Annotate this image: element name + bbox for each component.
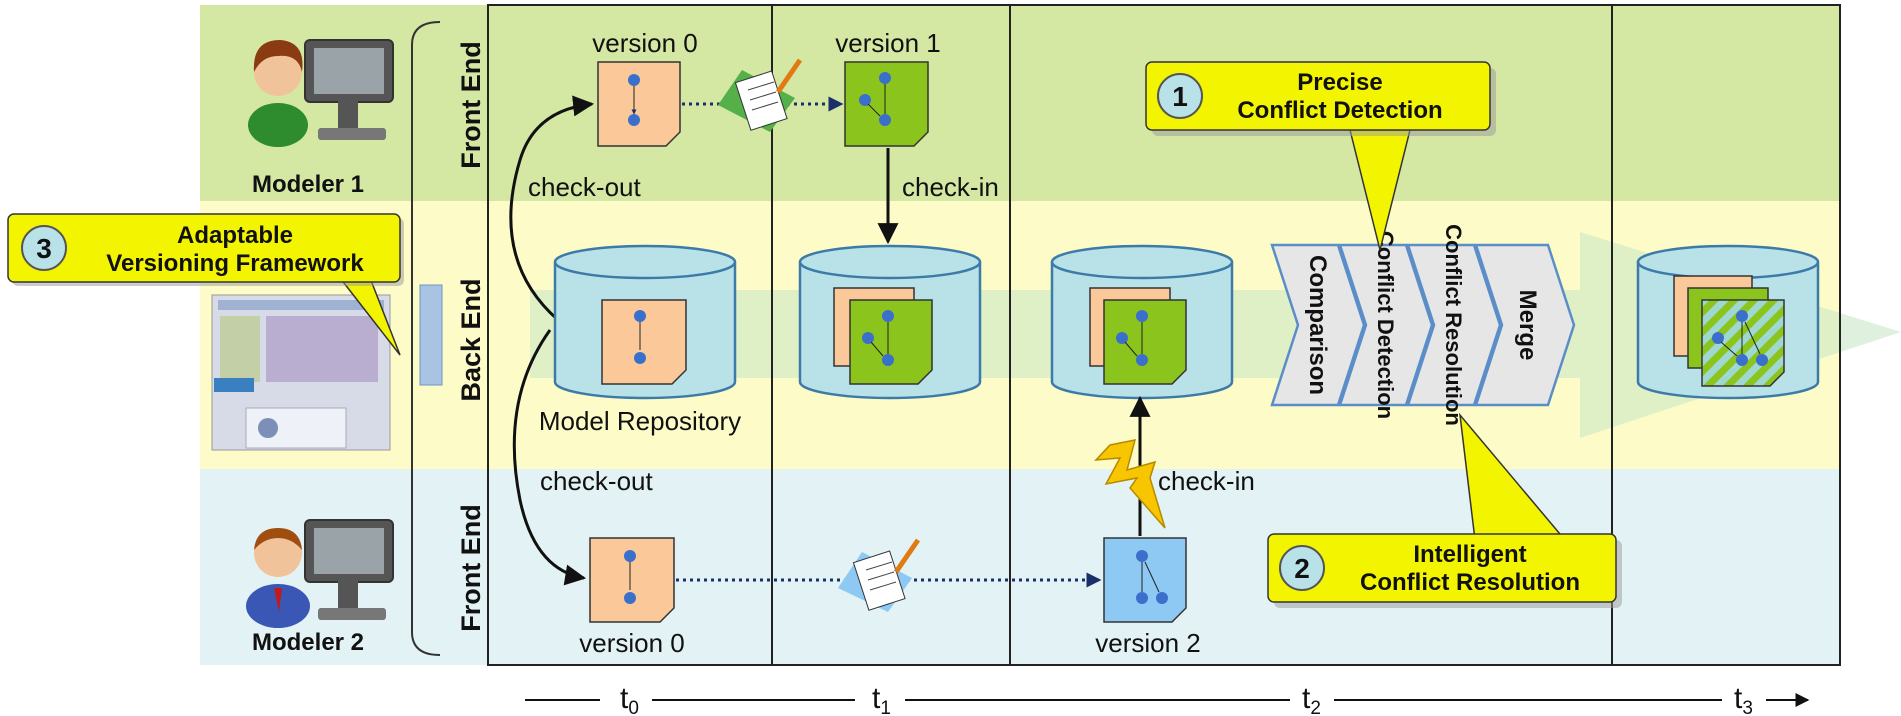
callout-2-line2: Conflict Resolution [1360,569,1580,596]
timeline-t0: t0 [620,682,639,716]
bottom-version2-doc [1103,537,1187,623]
lane-label-frontend-bottom: Front End [456,504,486,631]
callout-3-line1: Adaptable [177,222,293,249]
notepad-icon-top [718,58,803,132]
callout-1-line1: Precise [1297,69,1382,96]
phase-conflict-resolution: Conflict Resolution [1441,224,1466,426]
checkout-bottom-arrow [512,329,587,586]
checkin-top-label: check-in [902,172,999,202]
checkout-top-label: check-out [528,172,641,202]
lane-label-frontend-top: Front End [456,41,486,168]
modeler1-label: Modeler 1 [252,171,364,198]
notepad-icon-bottom [838,538,921,612]
callout-2-number: 2 [1294,553,1310,584]
timeline-t1: t1 [872,682,891,716]
timeline-t2: t2 [1302,682,1321,716]
bottom-version0-label: version 0 [579,628,685,658]
modeler2-avatar [246,519,394,628]
phase-comparison: Comparison [1304,255,1331,395]
callout-3-line2: Versioning Framework [106,250,364,277]
timeline-frame [487,4,1841,666]
phase-conflict-detection: Conflict Detection [1373,231,1398,419]
repository-t3 [1636,244,1820,400]
modeler1-avatar [248,39,394,147]
top-version1-label: version 1 [835,28,941,58]
tool-screenshot [211,294,391,451]
callout-1-line2: Conflict Detection [1237,97,1442,124]
bottom-version0-doc [589,537,675,623]
top-version0-doc [597,61,681,147]
conflict-lightning-icon [1094,439,1166,529]
checkin-bottom-label: check-in [1158,466,1255,496]
callout-1 [1145,61,1496,251]
repository-t1 [798,244,982,400]
callout-3 [7,213,404,356]
callout-3-number: 3 [36,233,52,264]
backend-stub [419,284,443,386]
callout-2 [1267,412,1622,608]
repository-label: Model Repository [539,406,741,436]
lane-bracket [411,21,441,656]
phase-chevrons [1270,243,1576,407]
modeler2-label: Modeler 2 [252,629,364,656]
repository-t2 [1050,244,1234,400]
timeline-t3: t3 [1734,682,1753,716]
repository-t0 [553,244,737,400]
bottom-version2-label: version 2 [1095,628,1201,658]
checkout-top-arrow [509,95,595,322]
phase-merge: Merge [1514,290,1541,361]
callout-2-line1: Intelligent [1413,541,1526,568]
checkout-bottom-label: check-out [540,466,653,496]
callout-1-number: 1 [1172,81,1188,112]
lane-label-backend: Back End [456,278,486,401]
top-version1-doc [844,61,929,147]
top-version0-label: version 0 [592,28,698,58]
frontend-top-band [200,5,1840,201]
